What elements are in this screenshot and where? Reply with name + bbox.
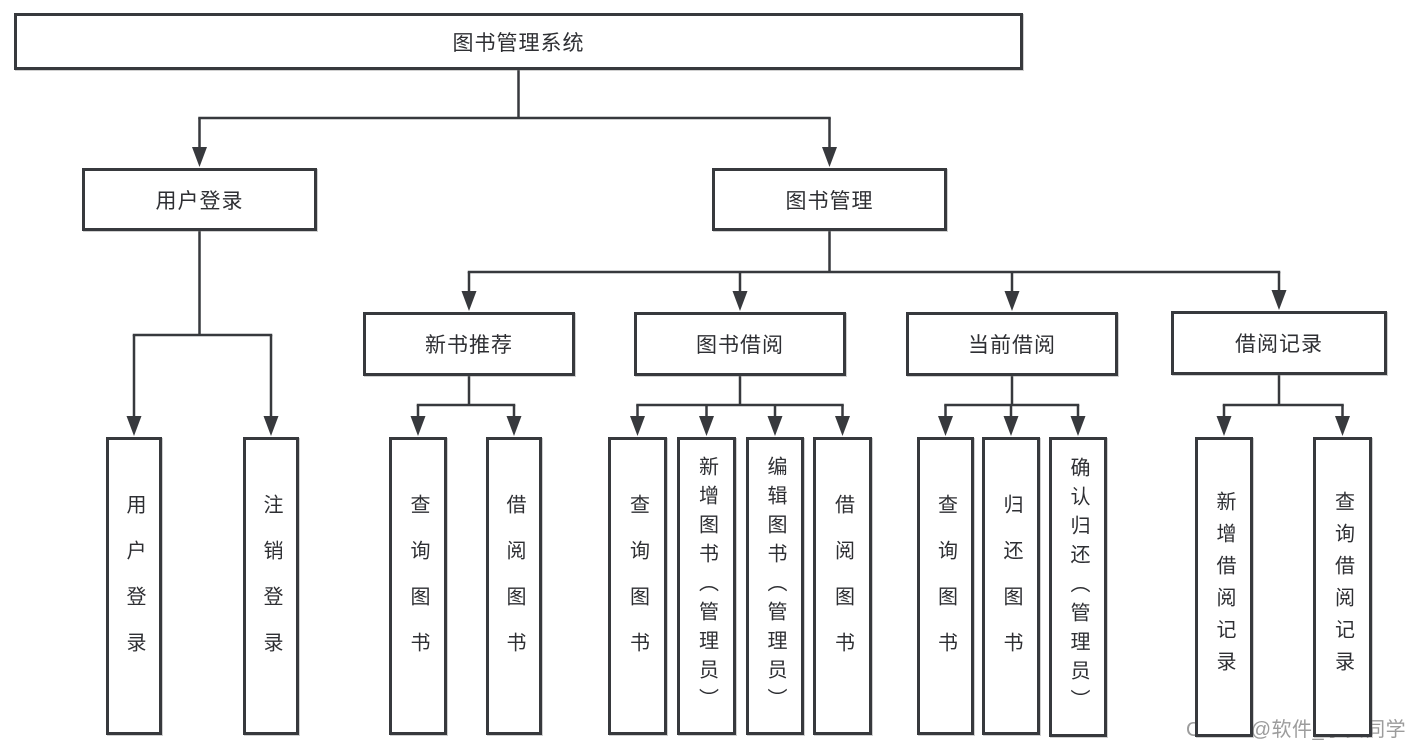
node-label: 注销登录: [260, 494, 282, 678]
node-leaf-cur-query: 查询图书: [917, 437, 974, 735]
node-leaf-bw-add: 新增图书（管理员）: [677, 437, 736, 735]
arrowhead-down-icon: [938, 416, 953, 436]
arrowhead-down-icon: [1004, 291, 1020, 311]
node-leaf-nb-query: 查询图书: [389, 437, 447, 735]
node-label: 查询图书: [626, 494, 649, 678]
node-label: 借阅图书: [503, 494, 525, 678]
node-label: 图书管理: [785, 189, 874, 213]
node-borrow: 图书借阅: [634, 312, 846, 376]
node-leaf-nb-borrow: 借阅图书: [486, 437, 542, 735]
node-label: 新增图书（管理员）: [695, 455, 718, 717]
node-leaf-logout: 注销登录: [243, 437, 299, 735]
arrowhead-down-icon: [410, 416, 426, 436]
node-mgmt: 图书管理: [712, 168, 947, 231]
node-label: 确认归还（管理员）: [1067, 456, 1089, 718]
node-leaf-bw-query: 查询图书: [608, 437, 667, 735]
arrowhead-down-icon: [630, 416, 645, 436]
arrowhead-down-icon: [126, 416, 142, 436]
arrowhead-down-icon: [1271, 290, 1287, 310]
node-leaf-rec-add: 新增借阅记录: [1195, 437, 1253, 737]
arrowhead-down-icon: [732, 291, 748, 311]
node-label: 用户登录: [155, 189, 244, 213]
arrowhead-down-icon: [767, 416, 783, 436]
arrowhead-down-icon: [461, 291, 477, 311]
node-label: 图书管理系统: [452, 31, 585, 55]
node-leaf-cur-return: 归还图书: [982, 437, 1040, 735]
node-leaf-user-login: 用户登录: [106, 437, 162, 735]
node-label: 用户登录: [123, 494, 145, 678]
node-label: 借阅图书: [831, 494, 854, 678]
node-label: 新增借阅记录: [1213, 491, 1235, 683]
node-label: 查询图书: [407, 494, 429, 678]
node-label: 查询借阅记录: [1331, 491, 1354, 683]
arrowhead-down-icon: [263, 416, 279, 436]
node-label: 当前借阅: [968, 334, 1056, 357]
arrowhead-down-icon: [822, 147, 837, 167]
arrowhead-down-icon: [506, 416, 522, 436]
arrowhead-down-icon: [192, 147, 207, 167]
node-current: 当前借阅: [906, 312, 1118, 376]
node-label: 编辑图书（管理员）: [764, 455, 786, 717]
node-label: 图书借阅: [696, 334, 784, 357]
node-leaf-bw-borrow: 借阅图书: [813, 437, 872, 735]
arrowhead-down-icon: [1003, 416, 1019, 436]
node-login: 用户登录: [82, 168, 317, 231]
arrowhead-down-icon: [1070, 416, 1086, 436]
node-records: 借阅记录: [1171, 311, 1387, 375]
arrowhead-down-icon: [1335, 416, 1350, 436]
node-label: 查询图书: [934, 494, 957, 678]
node-root: 图书管理系统: [14, 13, 1023, 70]
node-leaf-rec-query: 查询借阅记录: [1313, 437, 1372, 737]
node-label: 新书推荐: [425, 334, 513, 357]
arrowhead-down-icon: [1216, 416, 1232, 436]
node-newbook: 新书推荐: [363, 312, 575, 376]
node-leaf-bw-edit: 编辑图书（管理员）: [746, 437, 804, 735]
arrowhead-down-icon: [835, 416, 850, 436]
node-label: 借阅记录: [1235, 333, 1323, 356]
node-leaf-cur-confirm: 确认归还（管理员）: [1049, 437, 1107, 737]
arrowhead-down-icon: [699, 416, 714, 436]
node-label: 归还图书: [1000, 494, 1022, 678]
